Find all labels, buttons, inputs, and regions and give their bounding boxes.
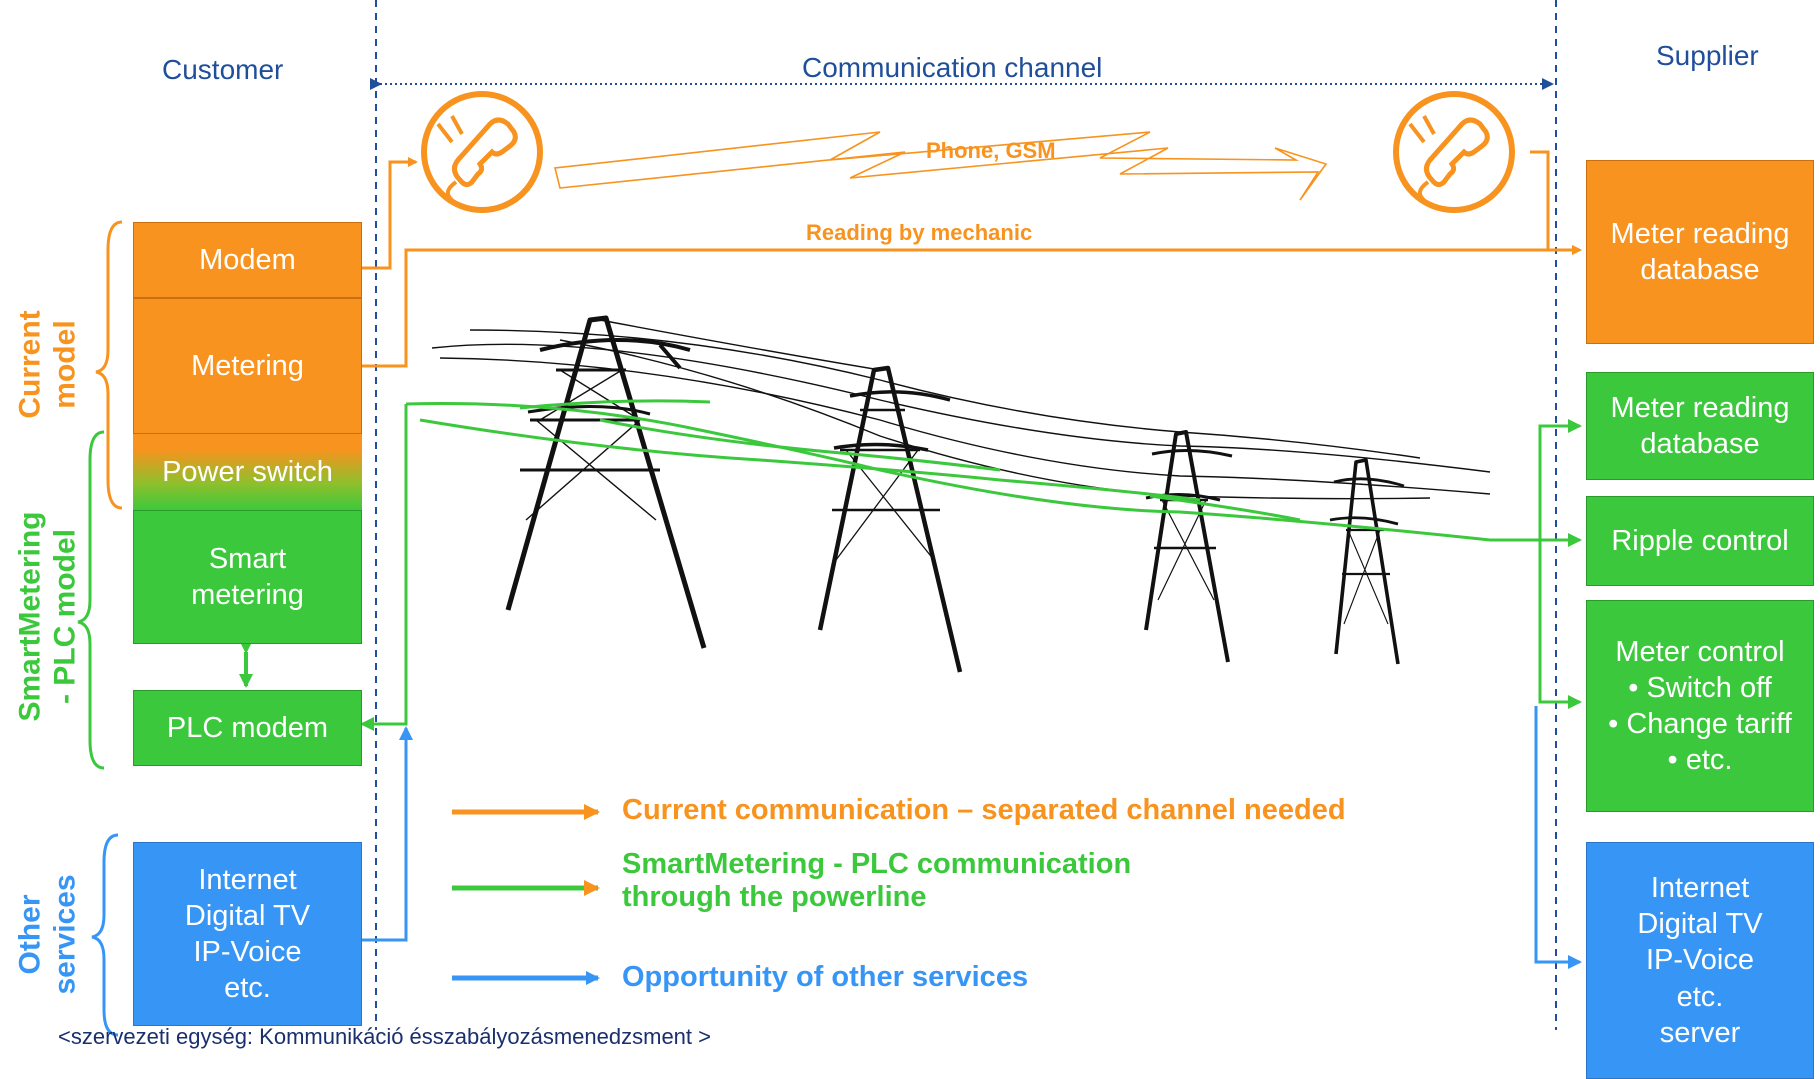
side-label-smart: SmartMetering - PLC model: [13, 511, 82, 722]
brace-smart: [77, 430, 105, 770]
power-switch-box: Power switch: [133, 434, 362, 510]
modem-box: Modem: [133, 222, 362, 298]
power-pylon-icon: [817, 365, 963, 673]
smart-metering-box: Smart metering: [133, 510, 362, 644]
customer-services-box: Internet Digital TV IP-Voice etc.: [133, 842, 362, 1026]
brace-current: [95, 220, 123, 510]
supplier-services-link: [1534, 706, 1582, 969]
power-pylon-icon: [1329, 458, 1405, 665]
plc-modem-box: PLC modem: [133, 690, 362, 766]
services-to-channel: [362, 726, 413, 942]
meter-control-box: Meter control • Switch off • Change tari…: [1586, 600, 1814, 812]
mechanic-line: [362, 245, 1582, 368]
metering-box: Metering: [133, 298, 362, 434]
modem-to-phone-line: [362, 157, 418, 270]
brace-other: [91, 833, 119, 1037]
gsm-zigzag: [554, 131, 1328, 201]
header-channel: Communication channel: [802, 52, 1103, 83]
phone-gsm-label: Phone, GSM: [926, 138, 1056, 163]
legend-current: Current communication – separated channe…: [622, 794, 1346, 826]
legend-smart: SmartMetering - PLC communication throug…: [622, 848, 1132, 914]
side-label-current: Current model: [13, 310, 82, 419]
telephone-icon: [1393, 91, 1515, 213]
power-lines: [431, 319, 1491, 500]
meter-db-smart-box: Meter reading database: [1586, 372, 1814, 480]
mechanic-label: Reading by mechanic: [806, 220, 1033, 245]
side-label-other: Other services: [13, 874, 82, 995]
power-pylon-icon: [1144, 430, 1233, 663]
powerline-to-meter-db: [1538, 419, 1582, 540]
footer-text: <szervezeti egység: Kommunikáció ésszabá…: [58, 1024, 711, 1049]
meter-db-current-box: Meter reading database: [1586, 160, 1814, 344]
telephone-icon: [421, 91, 543, 213]
supplier-services-box: Internet Digital TV IP-Voice etc. server: [1586, 842, 1814, 1079]
header-supplier: Supplier: [1656, 40, 1759, 71]
header-customer: Customer: [162, 54, 284, 85]
plc-powerlines: [405, 399, 1491, 542]
plc-modem-link: [360, 404, 408, 731]
powerline-to-meter-control: [1538, 540, 1582, 709]
power-pylon-icon: [505, 315, 707, 649]
legend-other: Opportunity of other services: [622, 961, 1029, 993]
ripple-control-box: Ripple control: [1586, 496, 1814, 586]
